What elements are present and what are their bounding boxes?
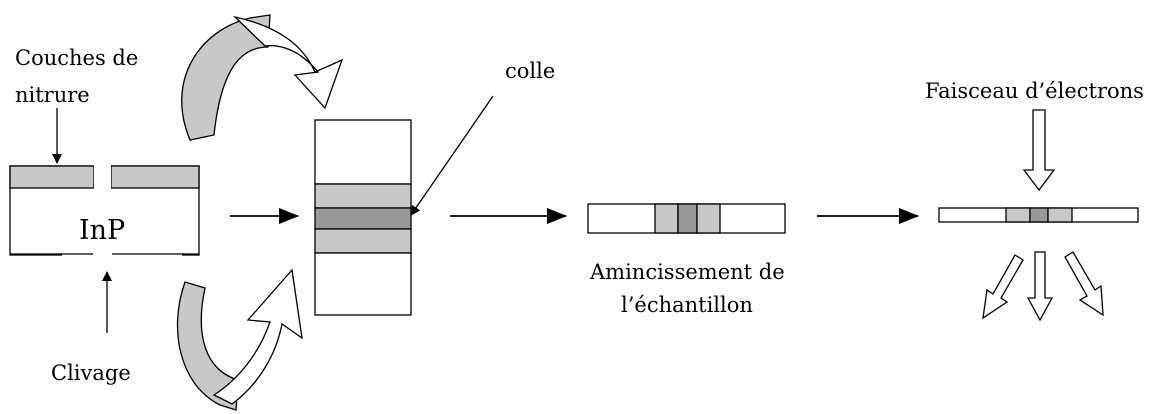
diffracted-beam-left-arrow <box>982 254 1024 320</box>
glued-stack <box>314 119 412 316</box>
inp-label: InP <box>79 215 125 246</box>
tem-nitride-right <box>1047 207 1073 223</box>
tem-sample <box>938 207 1139 223</box>
glue-pointer-arrow <box>410 95 494 216</box>
thinned-sample <box>587 203 786 234</box>
transmitted-beam-arrow <box>1026 251 1054 322</box>
nitride-label-line2: nitrure <box>15 83 90 107</box>
tem-nitride-left <box>1005 207 1031 223</box>
electron-beam-label: Faisceau d’électrons <box>925 79 1144 103</box>
incident-beam-arrow <box>1022 109 1056 192</box>
thinned-glue <box>677 203 698 234</box>
inp-wafer: InP <box>9 161 200 259</box>
thinning-label-line2: l’échantillon <box>621 293 753 317</box>
tem-glue <box>1029 207 1049 223</box>
stack-nitride-upper <box>314 183 412 209</box>
thinning-label-line1: Amincissement de <box>589 260 785 284</box>
diffracted-beam-right-arrow <box>1064 251 1104 317</box>
thinned-nitride-right <box>696 203 721 234</box>
thinned-nitride-left <box>654 203 679 234</box>
cleave-notch-top <box>94 161 111 190</box>
nitride-layer-left <box>9 165 95 189</box>
cleavage-label: Clivage <box>51 361 131 385</box>
stack-nitride-lower <box>314 228 412 254</box>
rotation-arrow-bottom <box>176 268 303 411</box>
stack-top-block <box>314 119 412 185</box>
glue-label: colle <box>505 59 555 83</box>
nitride-label-line1: Couches de <box>15 46 138 70</box>
nitride-layer-right <box>110 165 200 189</box>
rotation-arrow-top <box>181 14 344 141</box>
stack-bottom-block <box>314 252 412 316</box>
stack-glue-layer <box>314 207 412 230</box>
